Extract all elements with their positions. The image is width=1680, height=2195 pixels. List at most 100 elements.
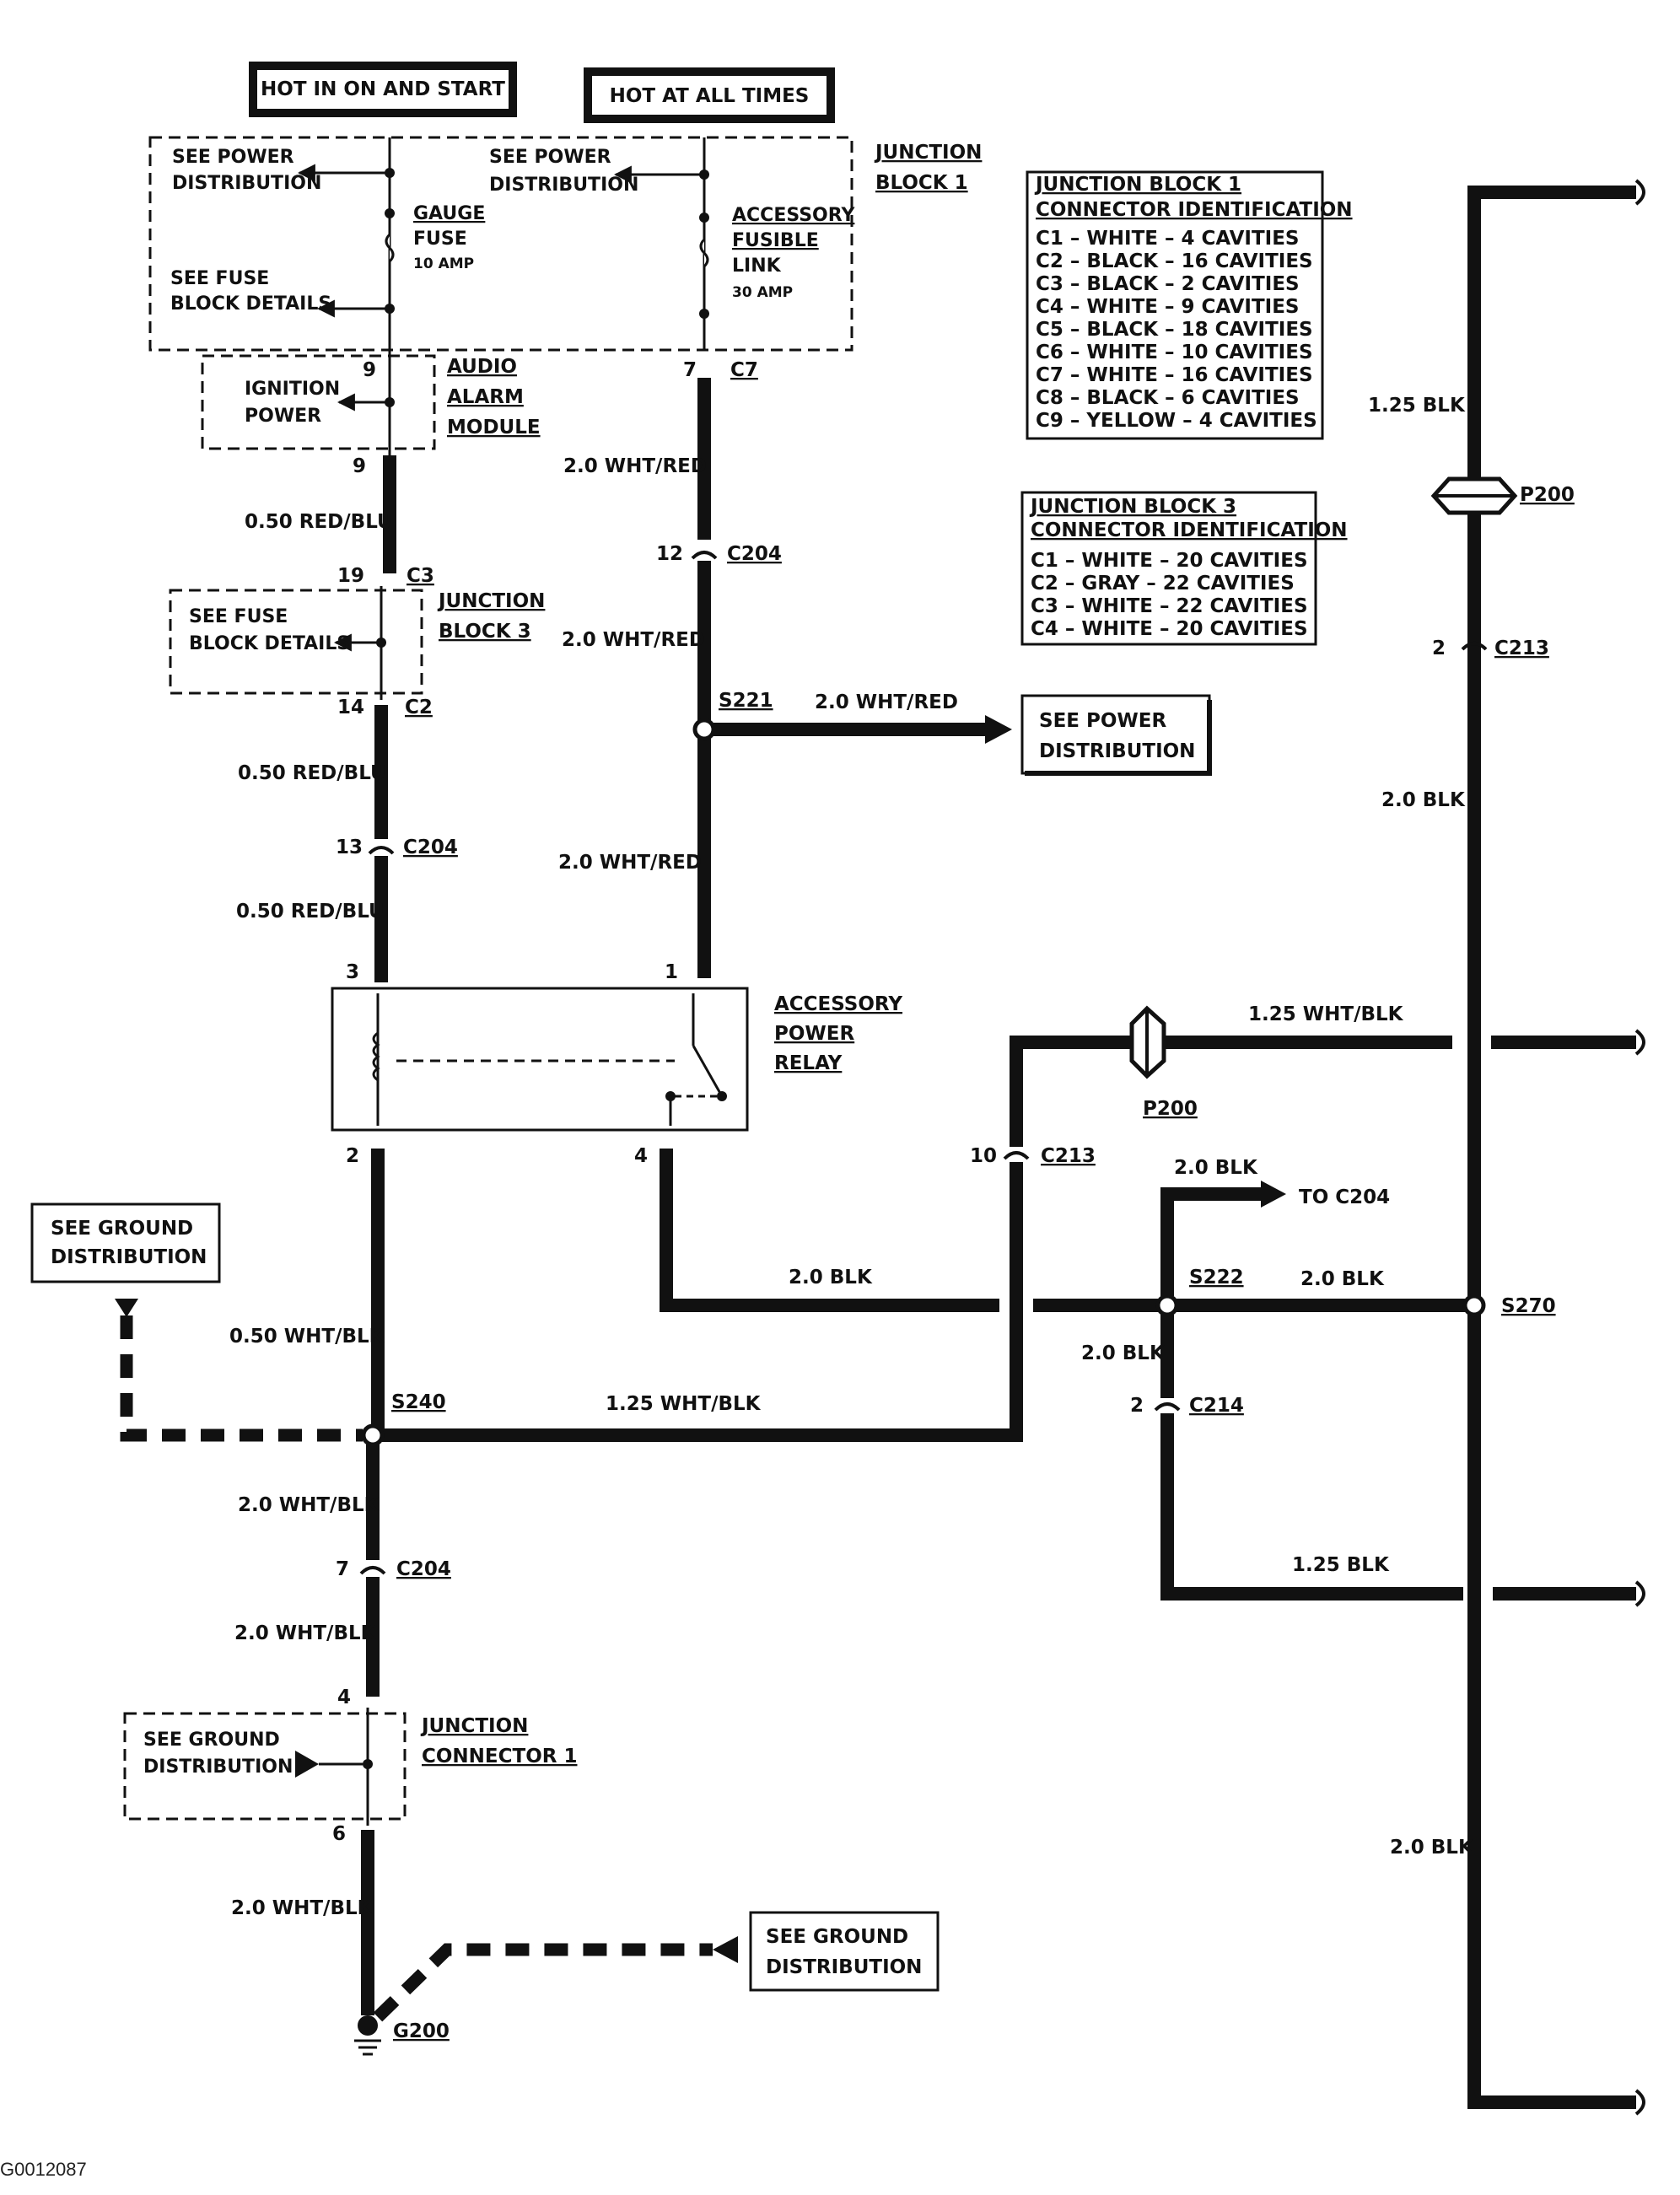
junction-block-3: SEE FUSE BLOCK DETAILS JUNCTION BLOCK 3 (169, 586, 545, 700)
svg-text:LINK: LINK (732, 256, 782, 277)
svg-text:JUNCTION BLOCK 3: JUNCTION BLOCK 3 (1029, 496, 1236, 518)
connector-c204-b (691, 551, 718, 560)
svg-text:DISTRIBUTION: DISTRIBUTION (51, 1246, 207, 1268)
svg-text:C2 – GRAY – 22 CAVITIES: C2 – GRAY – 22 CAVITIES (1031, 573, 1295, 594)
svg-text:2.0 WHT/RED: 2.0 WHT/RED (558, 852, 702, 874)
svg-text:POWER: POWER (245, 406, 321, 427)
svg-text:C3 – WHITE – 22 CAVITIES: C3 – WHITE – 22 CAVITIES (1031, 595, 1308, 617)
svg-text:JUNCTION: JUNCTION (437, 590, 545, 612)
svg-text:HOT AT ALL TIMES: HOT AT ALL TIMES (610, 85, 810, 107)
svg-text:C8 – BLACK – 6 CAVITIES: C8 – BLACK – 6 CAVITIES (1036, 387, 1300, 409)
svg-text:P200: P200 (1520, 484, 1575, 506)
svg-text:RELAY: RELAY (774, 1052, 843, 1074)
svg-text:GAUGE: GAUGE (413, 203, 485, 224)
svg-text:0.50 WHT/BLK: 0.50 WHT/BLK (229, 1326, 385, 1348)
svg-text:SEE POWER: SEE POWER (1039, 710, 1166, 732)
svg-text:JUNCTION: JUNCTION (420, 1715, 528, 1737)
ground-dash-left (120, 1315, 363, 1442)
svg-text:1.25 BLK: 1.25 BLK (1368, 395, 1466, 417)
svg-text:JUNCTION BLOCK 1: JUNCTION BLOCK 1 (1034, 174, 1241, 196)
svg-text:4: 4 (634, 1145, 648, 1167)
wire-blk-to-c204 (1160, 1187, 1261, 1296)
svg-text:DISTRIBUTION: DISTRIBUTION (172, 173, 321, 194)
svg-text:19: 19 (337, 565, 364, 587)
svg-text:G200: G200 (393, 2020, 450, 2042)
svg-text:C214: C214 (1189, 1395, 1244, 1417)
svg-text:1: 1 (665, 961, 678, 983)
svg-text:ALARM: ALARM (447, 386, 524, 408)
svg-text:C5 – BLACK – 18 CAVITIES: C5 – BLACK – 18 CAVITIES (1036, 319, 1313, 341)
connector-c213-mid (1003, 1151, 1030, 1160)
svg-text:2.0 BLK: 2.0 BLK (1081, 1342, 1166, 1364)
svg-text:BLOCK 3: BLOCK 3 (439, 621, 531, 643)
hot-all-times-box: HOT AT ALL TIMES (584, 67, 835, 123)
svg-text:2.0 BLK: 2.0 BLK (789, 1267, 873, 1288)
svg-text:DISTRIBUTION: DISTRIBUTION (1039, 740, 1195, 762)
splice-s222 (1155, 1294, 1179, 1317)
svg-text:C3: C3 (407, 565, 434, 587)
svg-text:FUSE: FUSE (413, 229, 467, 250)
svg-text:CONNECTOR IDENTIFICATION: CONNECTOR IDENTIFICATION (1036, 199, 1353, 221)
svg-text:9: 9 (353, 455, 366, 477)
svg-text:DISTRIBUTION: DISTRIBUTION (766, 1956, 922, 1978)
svg-text:DISTRIBUTION: DISTRIBUTION (143, 1757, 293, 1778)
svg-text:14: 14 (337, 697, 364, 718)
svg-text:S221: S221 (719, 690, 773, 712)
svg-text:SEE FUSE: SEE FUSE (189, 606, 288, 627)
svg-text:2.0 BLK: 2.0 BLK (1381, 789, 1466, 811)
connector-c204-c (359, 1566, 386, 1575)
svg-text:C213: C213 (1494, 638, 1549, 659)
svg-text:CONNECTOR 1: CONNECTOR 1 (422, 1746, 577, 1767)
svg-text:S240: S240 (391, 1391, 446, 1413)
svg-text:2.0 BLK: 2.0 BLK (1174, 1157, 1258, 1179)
svg-text:2.0 WHT/RED: 2.0 WHT/RED (815, 691, 958, 713)
svg-text:JUNCTION: JUNCTION (874, 142, 982, 164)
svg-text:C204: C204 (396, 1558, 451, 1580)
svg-text:2.0 WHT/RED: 2.0 WHT/RED (562, 629, 705, 651)
svg-text:C204: C204 (727, 543, 782, 565)
svg-text:BLOCK DETAILS: BLOCK DETAILS (189, 633, 350, 654)
svg-text:SEE POWER: SEE POWER (172, 147, 294, 168)
svg-text:CONNECTOR IDENTIFICATION: CONNECTOR IDENTIFICATION (1031, 519, 1348, 541)
svg-text:IGNITION: IGNITION (245, 379, 340, 400)
see-ground-distribution-left: SEE GROUND DISTRIBUTION (30, 1202, 221, 1283)
svg-text:DISTRIBUTION: DISTRIBUTION (489, 175, 638, 196)
svg-text:C2: C2 (405, 697, 433, 718)
wire-blk-relay-4 (660, 1149, 999, 1312)
svg-text:0.50 RED/BLU: 0.50 RED/BLU (238, 762, 386, 784)
svg-text:C6 – WHITE – 10 CAVITIES: C6 – WHITE – 10 CAVITIES (1036, 342, 1313, 363)
svg-text:2.0 WHT/BLK: 2.0 WHT/BLK (231, 1897, 374, 1919)
svg-text:12: 12 (656, 543, 683, 565)
hot-run-start-box: HOT IN ON AND START (249, 62, 517, 117)
svg-text:0.50 RED/BLU: 0.50 RED/BLU (245, 511, 393, 533)
svg-text:1.25 BLK: 1.25 BLK (1292, 1554, 1390, 1576)
svg-text:3: 3 (346, 961, 359, 983)
jb1-connector-id-table: JUNCTION BLOCK 1 CONNECTOR IDENTIFICATIO… (1026, 170, 1353, 440)
see-power-distribution-box: SEE POWER DISTRIBUTION (1020, 694, 1212, 776)
figure-id: G0012087 (0, 2159, 87, 2180)
svg-text:C1 – WHITE – 4 CAVITIES: C1 – WHITE – 4 CAVITIES (1036, 228, 1300, 250)
connector-c204-a (368, 846, 395, 855)
svg-text:10 AMP: 10 AMP (413, 256, 474, 272)
ground-g200 (354, 2015, 381, 2056)
svg-text:C1 – WHITE – 20 CAVITIES: C1 – WHITE – 20 CAVITIES (1031, 550, 1308, 572)
junction-block-1: JUNCTION BLOCK 1 SEE POWER DISTRIBUTION … (148, 136, 982, 352)
svg-text:C7: C7 (730, 359, 758, 381)
svg-text:SEE GROUND: SEE GROUND (143, 1730, 280, 1751)
wire-right-bus (1467, 186, 1636, 2109)
jb3-connector-id-table: JUNCTION BLOCK 3 CONNECTOR IDENTIFICATIO… (1020, 491, 1348, 646)
svg-text:FUSIBLE: FUSIBLE (732, 230, 819, 251)
svg-text:SEE GROUND: SEE GROUND (766, 1926, 908, 1948)
svg-text:7: 7 (683, 359, 697, 381)
svg-text:C213: C213 (1041, 1145, 1096, 1167)
svg-text:SEE POWER: SEE POWER (489, 147, 611, 168)
connector-c213-top (1461, 642, 1488, 651)
see-ground-distribution-bottom: SEE GROUND DISTRIBUTION (749, 1911, 940, 1992)
connector-p200-mid (1129, 1005, 1166, 1079)
svg-text:2.0 BLK: 2.0 BLK (1390, 1837, 1474, 1859)
svg-text:P200: P200 (1143, 1098, 1198, 1120)
audio-alarm-module: IGNITION POWER AUDIO ALARM MODULE 9 9 (201, 350, 541, 477)
svg-text:2.0 WHT/BLK: 2.0 WHT/BLK (234, 1622, 377, 1644)
svg-text:4: 4 (337, 1687, 351, 1708)
